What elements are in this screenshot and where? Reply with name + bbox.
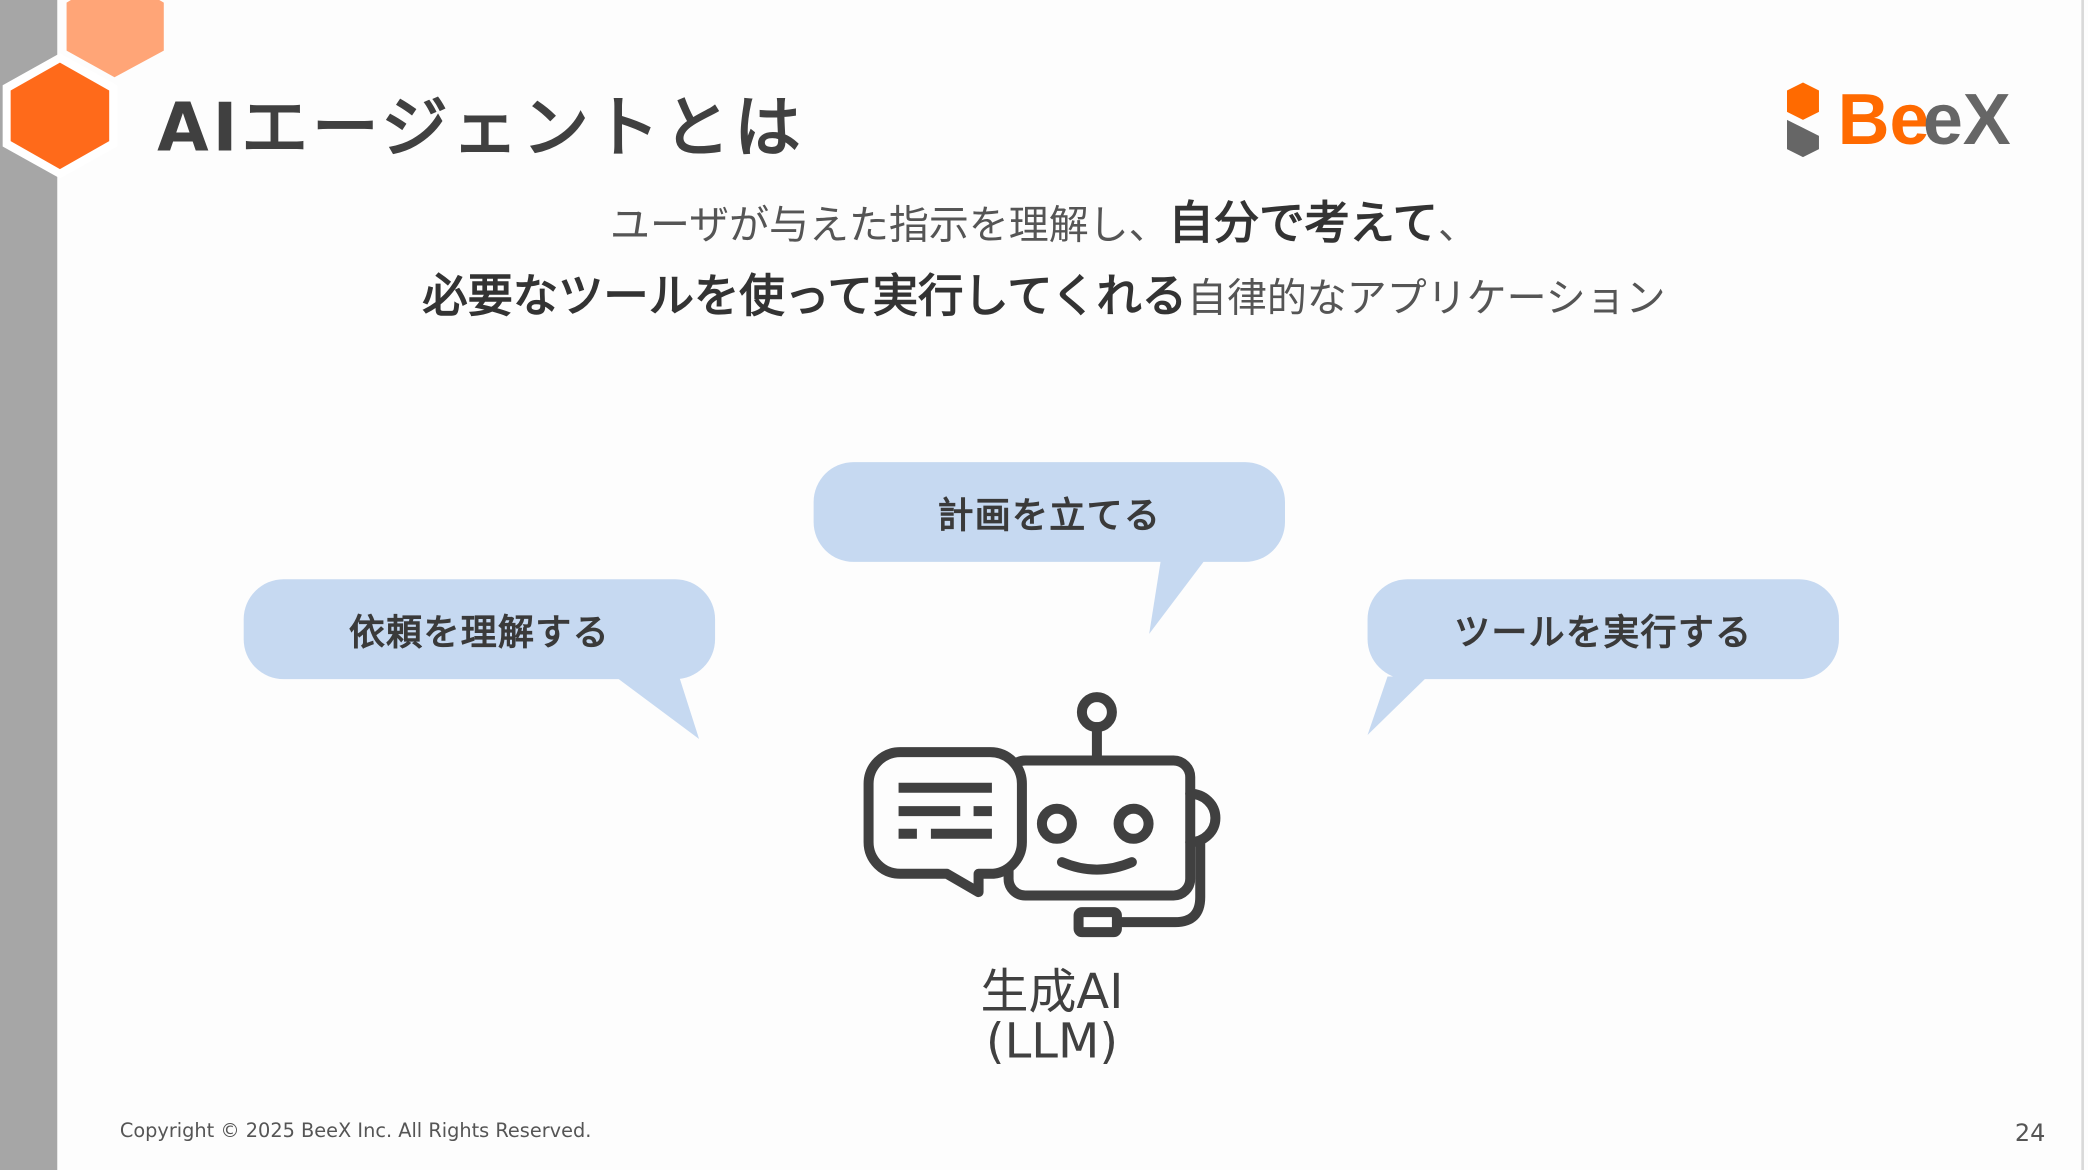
subtitle-text: 自律的なアプリケーション	[1187, 275, 1666, 323]
bubble-tail-right	[1367, 676, 1428, 736]
llm-label: 生成AI	[980, 965, 1124, 1021]
hexagon-decoration-icon	[2, 0, 164, 179]
page-number: 24	[2014, 1119, 2046, 1148]
beex-logo: Be eX	[1784, 80, 2011, 165]
llm-label-sub: (LLM)	[985, 1014, 1119, 1070]
robot-chat-icon	[863, 692, 1221, 938]
subtitle-line-1: ユーザが与えた指示を理解し、自分で考えて、	[0, 186, 2088, 251]
subtitle-emphasis: 必要なツールを使って実行してくれる	[422, 270, 1188, 324]
beex-logo-icon: Be eX	[1787, 80, 2011, 160]
subtitle-emphasis: 自分で考えて	[1168, 197, 1438, 251]
copyright: Copyright © 2025 BeeX Inc. All Rights Re…	[119, 1121, 592, 1143]
subtitle-text: ユーザが与えた指示を理解し、	[610, 202, 1169, 250]
bubble-tail-center	[1149, 557, 1207, 634]
bubble-run-tools: ツールを実行する	[1367, 579, 1839, 680]
sidebar-bar	[0, 0, 58, 1170]
subtitle-text: 、	[1437, 202, 1478, 250]
subtitle-line-2: 必要なツールを使って実行してくれる自律的なアプリケーション	[0, 260, 2088, 325]
svg-text:eX: eX	[1923, 80, 2011, 160]
bubble-understand-request: 依頼を理解する	[243, 579, 716, 680]
bubble-make-plan: 計画を立てる	[813, 462, 1285, 562]
bubble-tail-left	[615, 676, 700, 740]
slide-edge	[2081, 0, 2084, 1170]
svg-text:Be: Be	[1838, 80, 1930, 160]
slide-title: AIエージェントとは	[157, 89, 805, 167]
